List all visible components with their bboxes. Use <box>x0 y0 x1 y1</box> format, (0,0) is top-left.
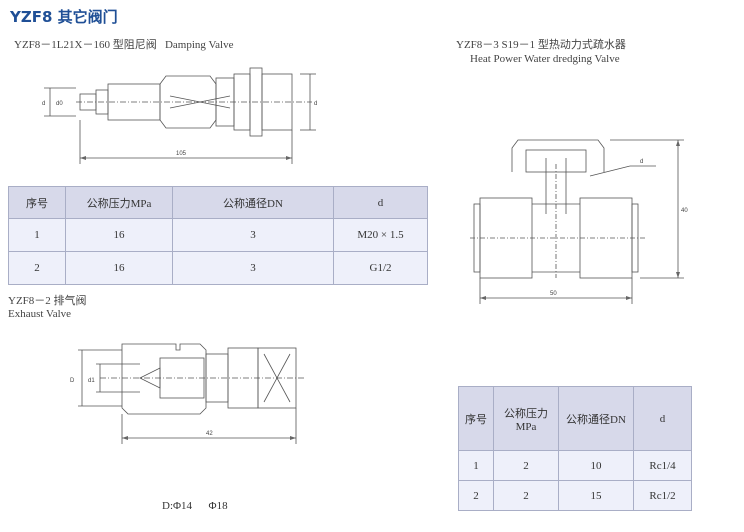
damping-dim-d-right: d <box>314 101 317 107</box>
cell-pressure: 2 <box>493 450 559 481</box>
cell-pressure: 16 <box>65 218 173 252</box>
exhaust-dim-D: D <box>70 378 75 384</box>
cell-index: 2 <box>8 251 66 285</box>
cell-d: G1/2 <box>333 251 428 285</box>
table-row: 1 16 3 M20 × 1.5 <box>8 218 428 252</box>
damping-valve-table: 序号 公称压力MPa 公称通径DN d 1 16 3 M20 × 1.5 2 1… <box>8 186 428 285</box>
cell-index: 1 <box>8 218 66 252</box>
col-header-index: 序号 <box>458 386 494 451</box>
col-header-pressure: 公称压力 MPa <box>493 386 559 451</box>
cell-dn: 3 <box>172 218 334 252</box>
cell-d: M20 × 1.5 <box>333 218 428 252</box>
trap-dim-length: 50 <box>550 291 557 297</box>
damping-valve-name-en: Damping Valve <box>164 39 234 51</box>
table-header-row: 序号 公称压力 MPa 公称通径DN d <box>458 386 692 451</box>
col-header-index: 序号 <box>8 186 66 219</box>
exhaust-dim-length: 42 <box>206 431 213 437</box>
trap-table: 序号 公称压力 MPa 公称通径DN d 1 2 10 Rc1/4 2 2 15… <box>458 386 692 511</box>
col-header-dn: 公称通径DN <box>172 186 334 219</box>
cell-dn: 3 <box>172 251 334 285</box>
exhaust-valve-name-cn: 排气阀 <box>53 294 87 307</box>
trap-dim-d: d <box>640 159 643 165</box>
table-row: 1 2 10 Rc1/4 <box>458 450 692 481</box>
trap-code: YZF8－3 S19－1 <box>456 39 536 51</box>
cell-index: 2 <box>458 480 494 511</box>
exhaust-dim-d1: d1 <box>88 378 95 384</box>
cell-pressure: 2 <box>493 480 559 511</box>
damping-dim-length: 105 <box>176 151 187 157</box>
cell-dn: 10 <box>558 450 634 481</box>
damping-dim-d: d <box>42 101 45 107</box>
exhaust-valve-drawing: D d1 42 <box>70 343 304 444</box>
damping-valve-drawing: d d0 d 105 <box>42 67 317 164</box>
table-row: 2 2 15 Rc1/2 <box>458 480 692 511</box>
col-header-pressure: 公称压力MPa <box>65 186 173 219</box>
cell-dn: 15 <box>558 480 634 511</box>
trap-name-cn: 型热动力式疏水器 <box>537 38 626 51</box>
exhaust-valve-code: YZF8－2 <box>8 295 51 307</box>
trap-drawing: d 40 50 <box>470 139 688 304</box>
cell-pressure: 16 <box>65 251 173 285</box>
trap-name-en: Heat Power Water dredging Valve <box>470 53 620 65</box>
damping-valve-caption: YZF8－1L21X－160 型阻尼阀 Damping Valve <box>14 36 234 52</box>
table-header-row: 序号 公称压力MPa 公称通径DN d <box>8 186 428 219</box>
cell-d: Rc1/2 <box>633 480 692 511</box>
col-header-dn: 公称通径DN <box>558 386 634 451</box>
table-row: 2 16 3 G1/2 <box>8 251 428 285</box>
damping-dim-d0: d0 <box>56 101 63 107</box>
trap-dim-height: 40 <box>681 208 688 214</box>
damping-valve-name-cn: 型阻尼阀 <box>112 38 157 51</box>
col-header-d: d <box>333 186 428 219</box>
damping-valve-code: YZF8－1L21X－160 <box>14 39 110 51</box>
cell-index: 1 <box>458 450 494 481</box>
trap-caption: YZF8－3 S19－1 型热动力式疏水器 <box>456 36 626 52</box>
exhaust-footnote: D:Φ14 Φ18 <box>162 500 228 512</box>
cell-d: Rc1/4 <box>633 450 692 481</box>
col-header-d: d <box>633 386 692 451</box>
page-title: YZF8 其它阀门 <box>10 8 118 26</box>
exhaust-valve-caption: YZF8－2 排气阀 <box>8 292 87 308</box>
exhaust-valve-name-en: Exhaust Valve <box>8 308 72 320</box>
